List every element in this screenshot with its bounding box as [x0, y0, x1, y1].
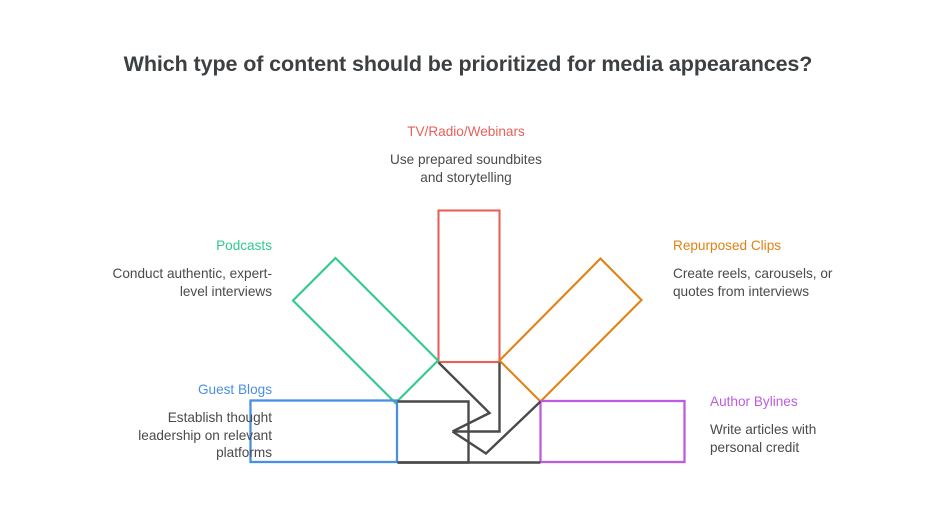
node-desc-line: personal credit	[710, 439, 800, 455]
node-desc-line: and storytelling	[420, 169, 512, 185]
node-title-author-bylines: Author Bylines	[710, 394, 798, 409]
node-shape-podcasts[interactable]	[291, 256, 440, 405]
node-label-repurposed-clips[interactable]: Repurposed Clips Create reels, carousels…	[673, 236, 903, 300]
node-desc-line: Use prepared soundbites	[390, 152, 542, 167]
node-desc-guest-blogs: Establish thought leadership on relevant…	[55, 409, 272, 462]
node-label-tv-radio-webinars[interactable]: TV/Radio/Webinars Use prepared soundbite…	[335, 122, 597, 186]
node-label-author-bylines[interactable]: Author Bylines Write articles with perso…	[710, 392, 930, 456]
node-title-podcasts: Podcasts	[216, 238, 272, 253]
node-shape-repurposed-clips[interactable]	[498, 257, 643, 403]
node-shape-tv-radio-webinars[interactable]	[437, 209, 501, 364]
node-desc-line: Create reels, carousels, or	[673, 266, 833, 281]
node-title-guest-blogs: Guest Blogs	[197, 382, 272, 397]
node-shape-guest-blogs[interactable]	[249, 399, 399, 464]
node-label-guest-blogs[interactable]: Guest Blogs Establish thought leadership…	[55, 380, 272, 462]
node-desc-line: quotes from interviews	[673, 283, 809, 299]
node-title-tv-radio-webinars: TV/Radio/Webinars	[407, 124, 525, 139]
node-desc-author-bylines: Write articles with personal credit	[710, 421, 930, 456]
page-title: Which type of content should be prioriti…	[123, 52, 813, 76]
node-desc-line: platforms	[216, 445, 272, 460]
node-desc-line: Write articles with	[710, 422, 817, 437]
node-label-podcasts[interactable]: Podcasts Conduct authentic, expert- leve…	[62, 236, 272, 300]
node-title-repurposed-clips: Repurposed Clips	[673, 238, 782, 253]
node-desc-line: leadership on relevant	[138, 427, 272, 443]
node-shape-author-bylines[interactable]	[539, 399, 686, 464]
node-desc-line: Establish thought	[167, 410, 272, 425]
node-desc-podcasts: Conduct authentic, expert- level intervi…	[62, 265, 272, 300]
center-chevron-shape	[397, 361, 542, 464]
node-desc-tv-radio-webinars: Use prepared soundbites and storytelling	[335, 151, 597, 186]
node-desc-line: Conduct authentic, expert-	[112, 266, 272, 281]
node-desc-line: level interviews	[179, 283, 272, 299]
node-desc-repurposed-clips: Create reels, carousels, or quotes from …	[673, 265, 903, 300]
